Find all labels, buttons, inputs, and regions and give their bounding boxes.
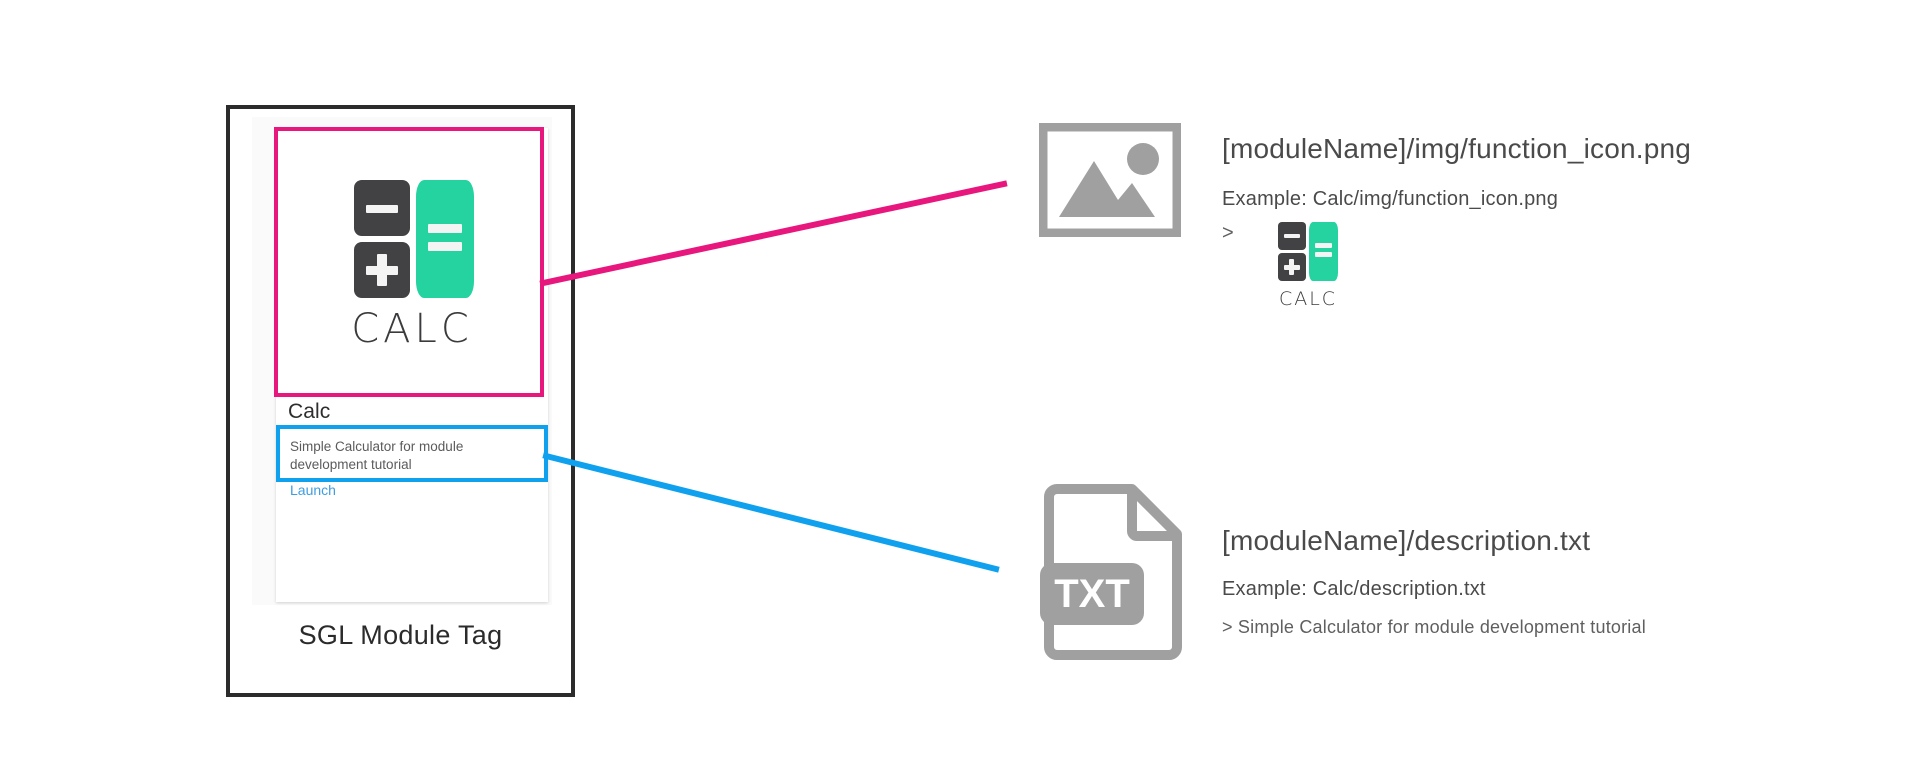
png-path-title: [moduleName]/img/function_icon.png <box>1222 133 1692 164</box>
connector-line-txt <box>542 452 1000 573</box>
txt-preview-text: > Simple Calculator for module developme… <box>1222 617 1646 637</box>
module-tag-caption: SGL Module Tag <box>298 620 503 650</box>
png-preview-chevron: > <box>1222 222 1234 244</box>
module-card-description: Simple Calculator for module development… <box>290 439 464 472</box>
connector-line-png <box>539 180 1008 287</box>
module-card[interactable]: CALC <box>276 128 548 602</box>
minus-glyph <box>366 205 398 213</box>
equals-glyph-bottom-small <box>1315 252 1332 257</box>
minus-glyph-small <box>1284 234 1300 238</box>
calc-keys-small <box>1278 222 1338 282</box>
txt-example-text: Example: Calc/description.txt <box>1222 578 1486 600</box>
plus-glyph-vertical <box>377 254 387 286</box>
calc-key-equals <box>416 180 474 298</box>
equals-glyph-top <box>428 224 462 233</box>
calc-logo-icon: CALC <box>276 128 548 398</box>
image-placeholder-icon <box>1039 123 1181 237</box>
plus-glyph-vertical-small <box>1289 259 1294 275</box>
png-example-text: Example: Calc/img/function_icon.png <box>1222 188 1559 210</box>
module-card-icon-area: CALC <box>276 128 548 398</box>
equals-glyph-bottom <box>428 242 462 251</box>
txt-file-icon: TXT <box>1040 484 1182 660</box>
calc-wordmark: CALC <box>351 306 473 352</box>
calc-keys <box>354 180 474 298</box>
txt-file-icon-label: TXT <box>1054 572 1130 616</box>
equals-glyph-top-small <box>1315 243 1332 248</box>
txt-path-title: [moduleName]/description.txt <box>1222 525 1591 556</box>
calc-key-equals-small <box>1309 222 1338 281</box>
calc-wordmark-small: CALC <box>1278 288 1338 310</box>
module-card-launch-link[interactable]: Launch <box>290 482 336 498</box>
calc-logo-preview-icon: CALC <box>1266 222 1350 318</box>
module-card-title: Calc <box>288 400 331 423</box>
